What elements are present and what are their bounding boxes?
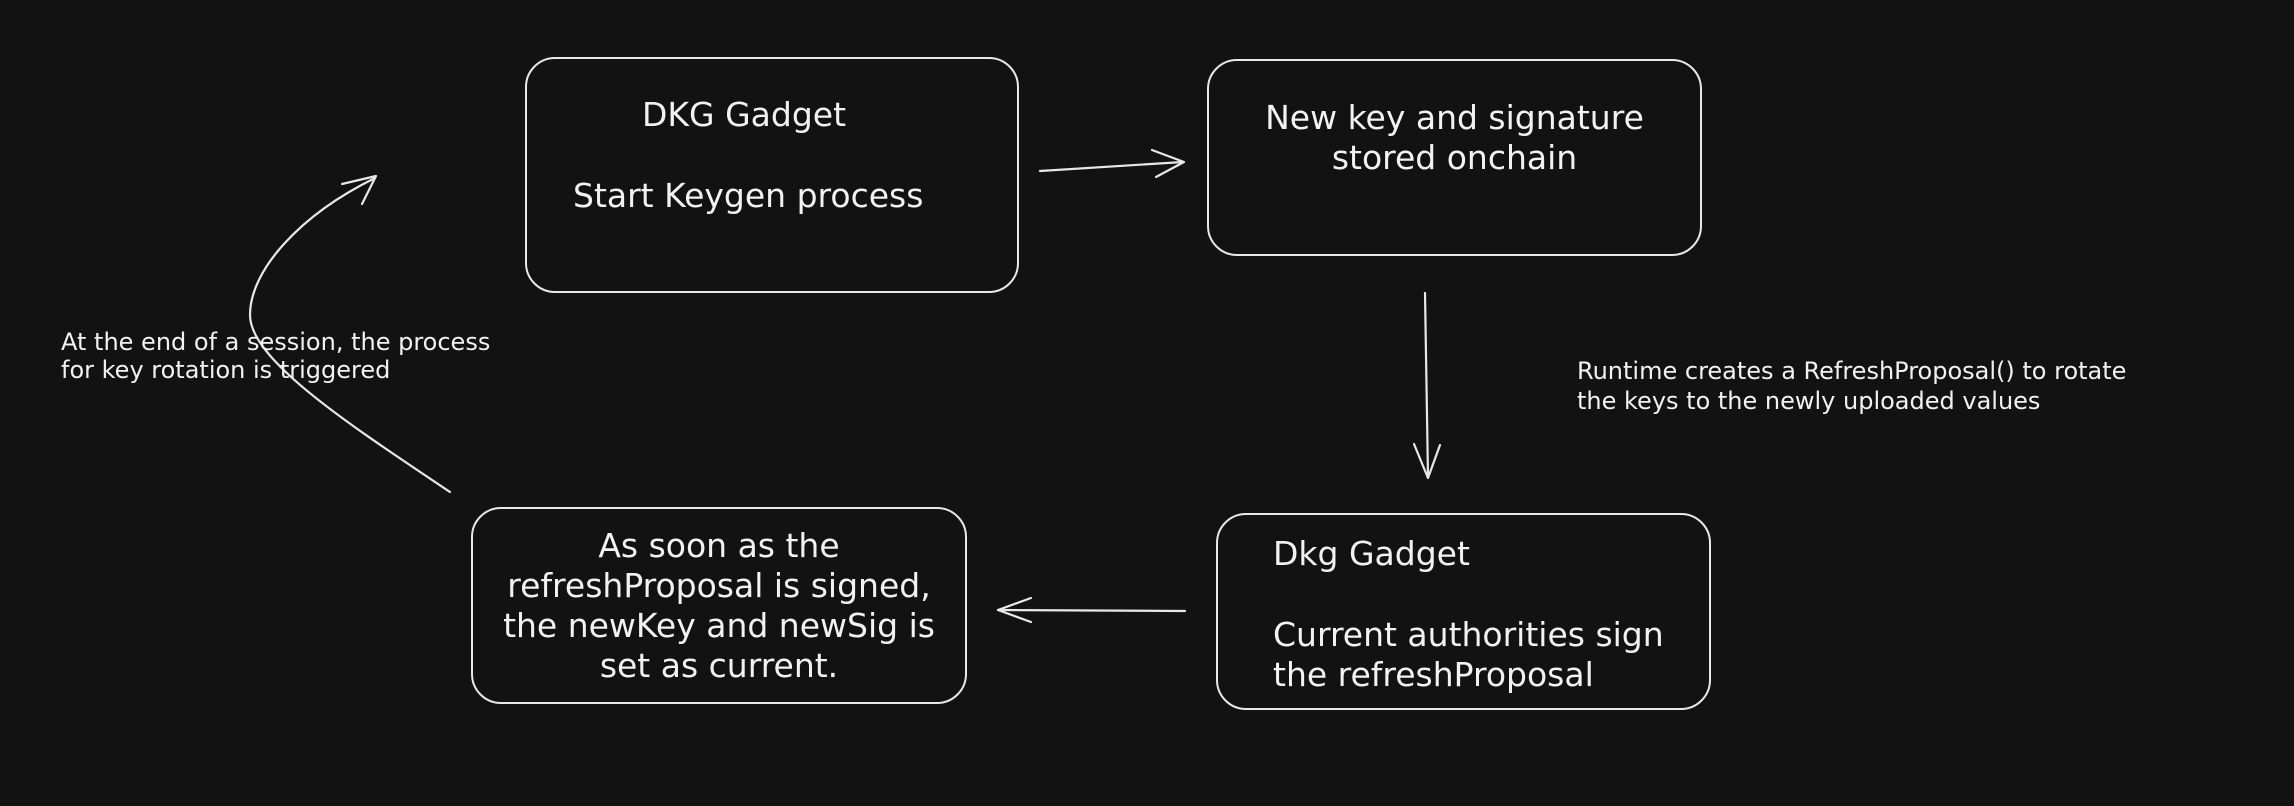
node-stored (1207, 59, 1702, 256)
node-keygen (525, 57, 1019, 293)
arrow-stored-to-sign (1423, 291, 1430, 479)
arrowhead-stored-to-sign (1412, 442, 1442, 480)
node-stored-line2: stored onchain (1331, 138, 1578, 177)
arrowhead-sign-to-current (996, 596, 1033, 624)
node-sign (1216, 513, 1711, 710)
arrow-sign-to-current (996, 608, 1187, 613)
annotation-session-line1: At the end of a session, the process (61, 328, 491, 356)
node-keygen-title: DKG Gadget (642, 95, 847, 134)
annotation-session-line2: for key rotation is triggered (61, 356, 391, 384)
arrowhead-current-to-keygen (340, 174, 378, 206)
node-sign-line2: the refreshProposal (1273, 655, 1594, 694)
annotation-runtime-line2: the keys to the newly uploaded values (1577, 387, 2041, 415)
node-sign-line1: Current authorities sign (1273, 615, 1664, 654)
arrowhead-keygen-to-stored (1150, 148, 1186, 179)
node-current-line2: refreshProposal is signed, (507, 566, 931, 605)
node-current-line4: set as current. (599, 646, 839, 685)
node-stored-line1: New key and signature (1265, 98, 1644, 137)
node-current-line1: As soon as the (598, 526, 840, 565)
node-current (471, 507, 967, 704)
arrow-keygen-to-stored (1038, 160, 1185, 173)
annotation-runtime-line1: Runtime creates a RefreshProposal() to r… (1577, 357, 2127, 385)
node-sign-title: Dkg Gadget (1273, 534, 1470, 573)
node-keygen-body: Start Keygen process (573, 176, 924, 215)
node-current-line3: the newKey and newSig is (503, 606, 935, 645)
